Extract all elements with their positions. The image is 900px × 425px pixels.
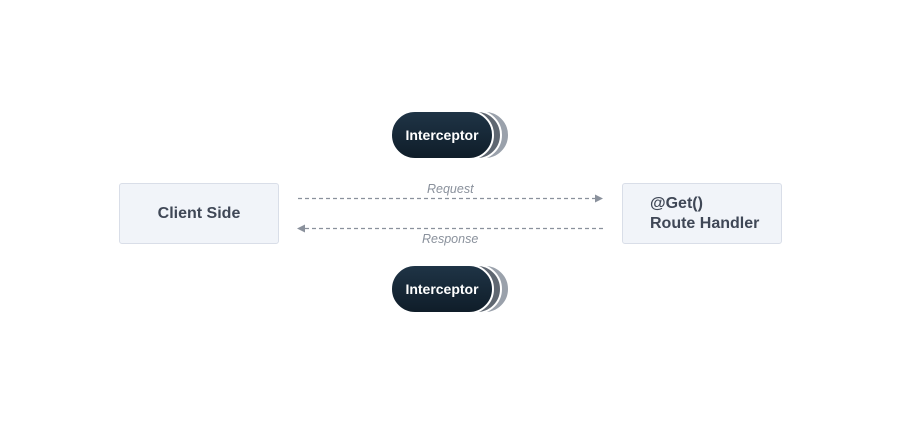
interceptor-label: Interceptor <box>405 281 479 297</box>
client-side-label: Client Side <box>157 204 241 222</box>
interceptor-pill: Interceptor <box>390 110 494 160</box>
interceptor-label: Interceptor <box>405 127 479 143</box>
route-handler-box: @Get() Route Handler <box>622 183 782 244</box>
interceptor-pill: Interceptor <box>390 264 494 314</box>
response-label: Response <box>422 232 479 246</box>
request-label: Request <box>427 182 474 196</box>
client-side-box: Client Side <box>119 183 279 244</box>
response-arrow <box>297 224 603 233</box>
route-handler-label: Route Handler <box>650 214 760 232</box>
request-arrow <box>298 194 603 203</box>
interceptor-top: Interceptor <box>390 110 512 160</box>
interceptor-bottom: Interceptor <box>390 264 512 314</box>
get-decorator-label: @Get() <box>650 194 703 212</box>
